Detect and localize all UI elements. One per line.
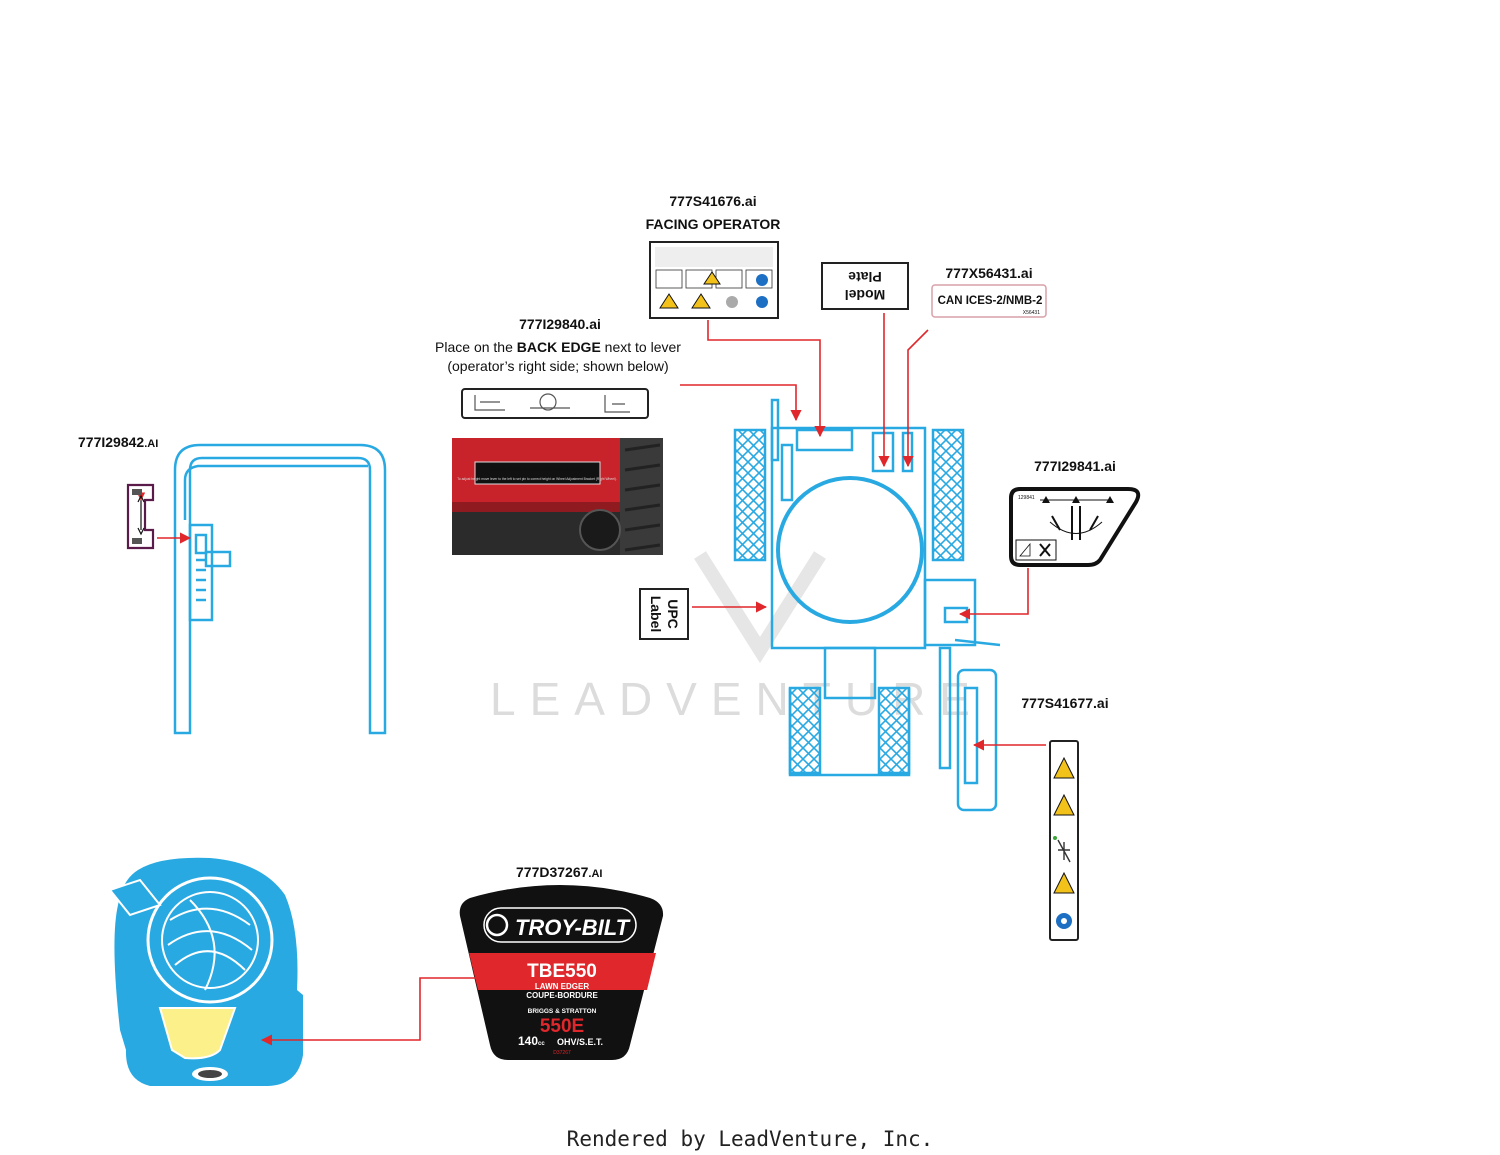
warning-strip-part-number: 777S41677.ai [1021, 695, 1108, 711]
engine-label-graphic: TROY-BILT TBE550 LAWN EDGER COUPE-BORDUR… [459, 885, 664, 1060]
model-plate-line2: Plate [848, 269, 882, 285]
model-plate-callout[interactable]: Model Plate [821, 262, 909, 468]
upc-label-box [639, 588, 689, 640]
depth-label-callout[interactable]: 777I29841.ai 129841 [958, 458, 1141, 620]
handle-view [173, 443, 387, 735]
engine-label-code: D37267 [553, 1050, 571, 1056]
engine-label-brand: TROY-BILT [515, 915, 631, 940]
lever-label-part-number: 777I29840.ai [519, 316, 601, 332]
ices-label-box [931, 284, 1047, 318]
lever-label-note-line2: (operator’s right side; shown below) [447, 358, 668, 374]
depth-label-graphic: 129841 [1009, 487, 1141, 567]
depth-label-code: 129841 [1018, 495, 1035, 501]
warning-strip-graphic [1049, 740, 1079, 941]
engine-label-model: TBE550 [527, 961, 597, 982]
ices-label-code: X56431 [1023, 310, 1040, 316]
upc-label-line2: Label [648, 596, 664, 633]
edger-top-view [733, 398, 1001, 812]
engine-label-line1: LAWN EDGER [535, 982, 589, 991]
lever-photo: Curb Wheel Adjustment Lever To adjust he… [452, 438, 663, 555]
upc-label-callout[interactable]: UPC Label [639, 588, 768, 640]
operator-label-part-number: 777S41676.ai [669, 193, 756, 209]
lever-label-callout[interactable]: 777I29840.ai Place on the BACK EDGE next… [435, 316, 802, 422]
handle-label-graphic [126, 483, 155, 550]
ices-label-text: CAN ICES-2/NMB-2 [938, 295, 1043, 307]
engine-label-callout[interactable]: 777D37267.AI TROY-BILT TBE550 LAWN EDGER… [260, 864, 664, 1060]
upc-label-line1: UPC [665, 599, 681, 629]
ices-label-callout[interactable]: 777X56431.ai CAN ICES-2/NMB-2 X56431 [902, 265, 1047, 468]
photo-label-title: Curb Wheel Adjustment Lever [491, 466, 584, 473]
ices-label-part-number: 777X56431.ai [945, 265, 1032, 281]
footer-credit: Rendered by LeadVenture, Inc. [567, 1127, 934, 1151]
warning-strip-callout[interactable]: 777S41677.ai [972, 695, 1109, 941]
engine-label-engine-type: OHV/S.E.T. [557, 1037, 603, 1047]
model-plate-box [821, 262, 909, 310]
handle-label-callout[interactable]: 777I29842.AI [78, 434, 192, 550]
engine-label-cc: 140cc [518, 1034, 545, 1048]
engine-label-part-number: 777D37267.AI [516, 864, 602, 880]
depth-label-part-number: 777I29841.ai [1034, 458, 1116, 474]
engine-label-series: 550E [540, 1016, 584, 1037]
photo-label-line: To adjust height move lever to the left … [457, 477, 617, 481]
handle-label-part-number: 777I29842.AI [78, 434, 158, 450]
operator-label-note: FACING OPERATOR [646, 216, 781, 232]
model-plate-line1: Model [845, 287, 885, 303]
engine-label-line2: COUPE-BORDURE [526, 991, 598, 1000]
operator-label-graphic [649, 241, 779, 319]
operator-label-callout[interactable]: 777S41676.ai FACING OPERATOR [646, 193, 826, 438]
lever-label-graphic [461, 388, 649, 419]
engine-label-engine-brand: BRIGGS & STRATTON [528, 1008, 597, 1015]
lever-label-note: Place on the BACK EDGE next to lever [435, 339, 681, 355]
engine-view [108, 857, 303, 1086]
